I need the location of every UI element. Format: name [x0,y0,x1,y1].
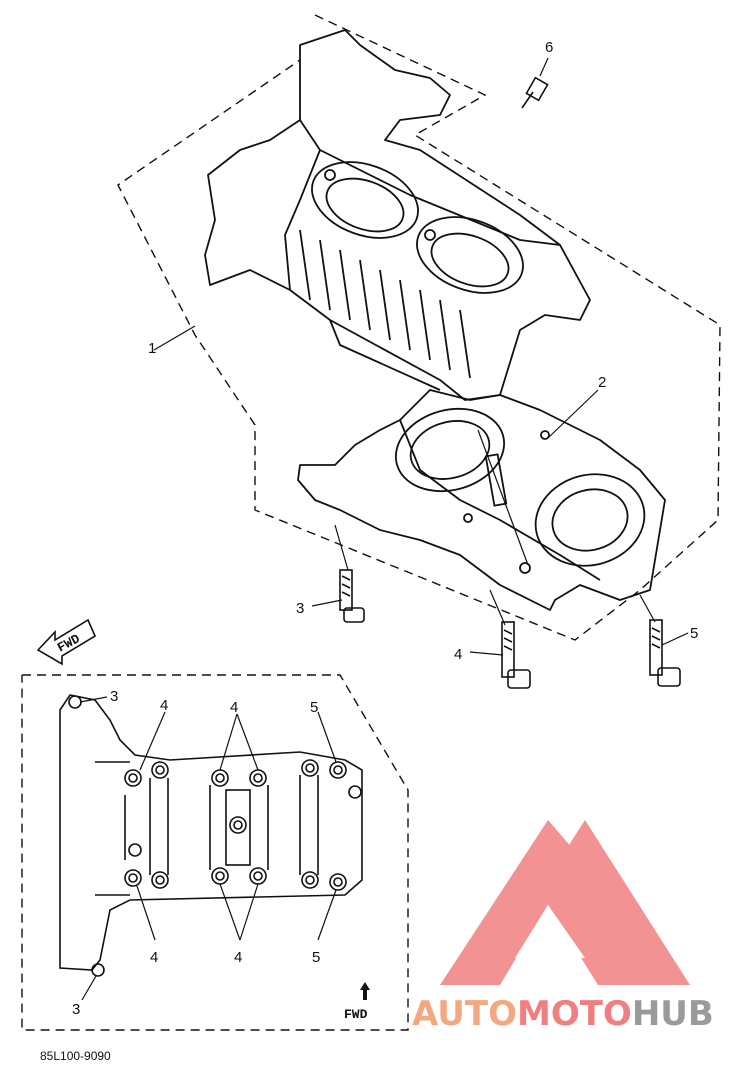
watermark-text: AUTOMOTOHUB [412,994,714,1034]
bolt-5 [649,619,681,687]
inset-callout-4-center-top: 4 [230,699,238,716]
callout-1: 1 [148,340,156,357]
watermark-logo [440,820,690,985]
inset-plan-view [59,694,363,977]
inset-callout-4-center-bottom: 4 [234,949,242,966]
callout-2: 2 [598,374,606,391]
inset-leader-lines [79,696,337,1001]
inset-callout-5-bottom: 5 [312,949,320,966]
inset-forward-label: FWD [344,1007,368,1022]
drawing-code: 85L100-9090 [40,1049,111,1063]
assembly-boundary [117,14,721,641]
inset-callout-3-bottom: 3 [72,1001,80,1018]
bolt-4 [501,621,531,689]
watermark-auto: AUTO [412,994,517,1034]
forward-arrow: FWD [36,618,97,666]
inset-frame [21,674,409,1031]
lower-crankcase [297,389,666,611]
inset-callout-4-left-top: 4 [160,697,168,714]
inset-forward-arrow [360,982,370,1000]
upper-crankcase [204,29,591,401]
watermark-hub: HUB [632,994,714,1034]
inset-callout-5-top: 5 [310,699,318,716]
bolt-6 [521,76,549,109]
leader-lines [153,57,689,656]
callout-4: 4 [454,646,462,663]
inset-bolt-holes [68,695,362,977]
watermark-moto: MOTO [517,994,632,1034]
inset-callout-4-left-bottom: 4 [150,949,158,966]
inset-callout-3-top: 3 [110,688,118,705]
callout-3: 3 [296,600,304,617]
callout-5: 5 [690,625,698,642]
callout-6: 6 [545,39,553,56]
bolt-3 [339,569,365,623]
